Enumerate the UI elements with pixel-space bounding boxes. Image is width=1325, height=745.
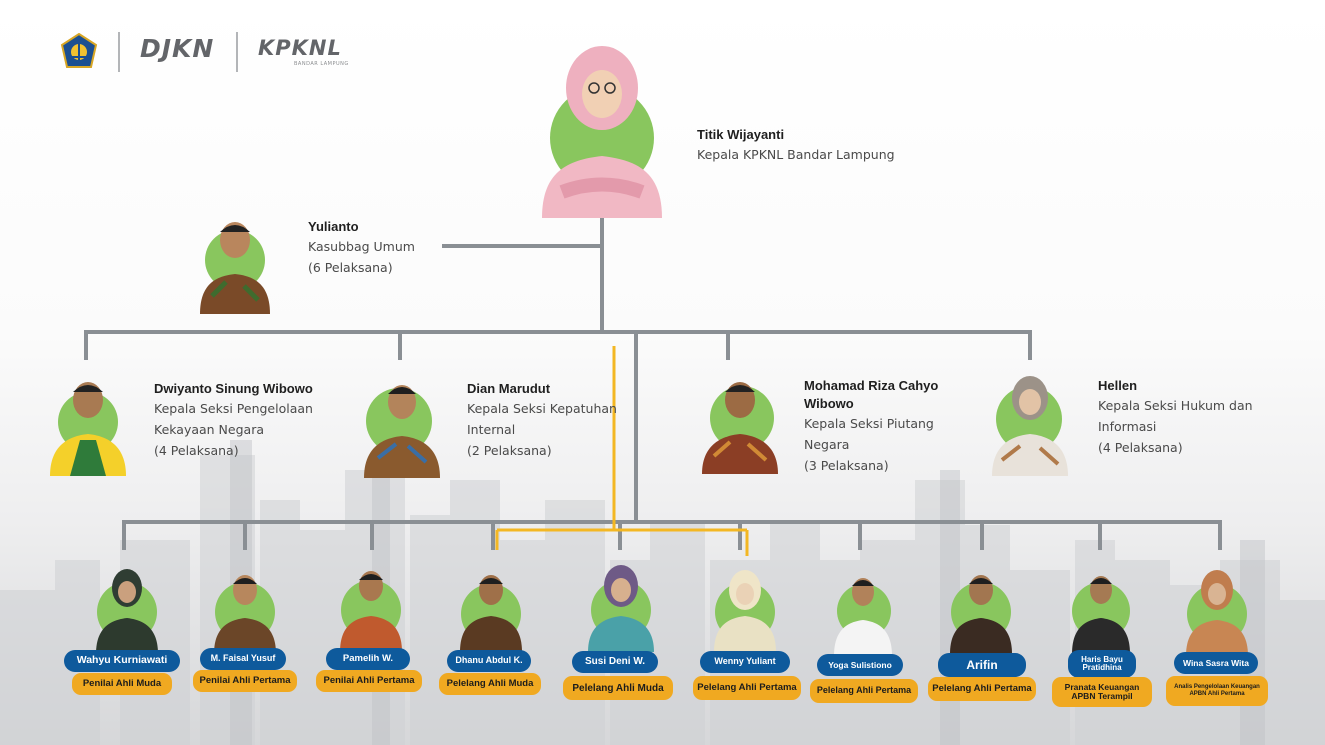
section-head-name: Dwiyanto Sinung Wibowo [154, 381, 313, 396]
section-head-staff-count: (4 Pelaksana) [154, 443, 239, 458]
head-photo [532, 42, 672, 218]
staff-name-pill: Arifin [938, 653, 1026, 677]
section-head-staff-count: (2 Pelaksana) [467, 443, 552, 458]
staff-photo [1070, 562, 1132, 654]
head-role: Kepala KPKNL Bandar Lampung [697, 147, 895, 162]
section-head-name: Mohamad Riza Cahyo Wibowo [804, 378, 939, 411]
section-head-role: Kepala Seksi Kepatuhan Internal [467, 401, 617, 437]
header-divider [118, 32, 120, 72]
header-divider [236, 32, 238, 72]
section-head-photo [48, 366, 128, 476]
kasubbag-role: Kasubbag Umum [308, 239, 415, 254]
staff-name-pill: Wahyu Kurniawati [64, 650, 180, 672]
section-head-info: Dwiyanto Sinung Wibowo Kepala Seksi Peng… [154, 380, 354, 461]
staff-role-pill: Pelelang Ahli Pertama [928, 677, 1036, 701]
section-head-photo [990, 364, 1070, 476]
section-head-info: Mohamad Riza Cahyo Wibowo Kepala Seksi P… [804, 377, 974, 476]
staff-name-pill: Pamelih W. [326, 648, 410, 670]
staff-photo [338, 556, 404, 652]
staff-role-pill: Pranata Keuangan APBN Terampil [1052, 677, 1152, 707]
staff-name-pill: Dhanu Abdul K. [447, 650, 531, 672]
head-name: Titik Wijayanti [697, 127, 785, 142]
brand-kpknl: KPKNL [258, 36, 342, 60]
staff-name-pill: Wina Sasra Wita [1174, 652, 1258, 674]
staff-name-pill: Haris Bayu Pratidhina [1068, 650, 1136, 678]
kasubbag-name: Yulianto [308, 219, 359, 234]
staff-role-pill: Penilai Ahli Muda [72, 673, 172, 695]
staff-role-pill: Pelelang Ahli Pertama [810, 679, 918, 703]
section-head-role: Kepala Seksi Hukum dan Informasi [1098, 398, 1253, 434]
brand-kpknl-subtitle: BANDAR LAMPUNG [294, 61, 349, 67]
staff-role-pill: Penilai Ahli Pertama [193, 670, 297, 692]
head-info: Titik Wijayanti Kepala KPKNL Bandar Lamp… [697, 126, 957, 165]
staff-photo [832, 566, 894, 656]
kemenkeu-emblem-icon [60, 32, 98, 71]
brand-djkn: DJKN [140, 34, 215, 63]
kasubbag-info: Yulianto Kasubbag Umum (6 Pelaksana) [308, 218, 458, 278]
staff-name-pill: M. Faisal Yusuf [200, 648, 286, 670]
section-head-name: Hellen [1098, 378, 1138, 393]
staff-role-pill: Analis Pengelolaan Keuangan APBN Ahli Pe… [1166, 676, 1268, 706]
section-head-name: Dian Marudut [467, 381, 551, 396]
staff-photo [458, 566, 524, 652]
staff-role-pill: Pelelang Ahli Muda [563, 676, 673, 700]
section-head-role: Kepala Seksi Piutang Negara [804, 416, 934, 452]
section-head-staff-count: (4 Pelaksana) [1098, 440, 1183, 455]
staff-photo [948, 562, 1014, 654]
kasubbag-staff-count: (6 Pelaksana) [308, 260, 393, 275]
staff-role-pill: Pelelang Ahli Muda [439, 673, 541, 695]
staff-photo [712, 566, 778, 652]
staff-photo [586, 560, 656, 652]
section-head-info: Dian Marudut Kepala Seksi Kepatuhan Inte… [467, 380, 627, 461]
staff-role-pill: Penilai Ahli Pertama [316, 670, 422, 692]
staff-photo [212, 562, 278, 654]
section-head-info: Hellen Kepala Seksi Hukum dan Informasi … [1098, 377, 1278, 458]
staff-name-pill: Wenny Yuliant [700, 651, 790, 673]
section-head-photo [362, 366, 442, 478]
section-head-role: Kepala Seksi Pengelolaan Kekayaan Negara [154, 401, 313, 437]
kasubbag-photo [196, 206, 274, 314]
staff-name-pill: Yoga Sulistiono [817, 654, 903, 676]
section-head-staff-count: (3 Pelaksana) [804, 458, 889, 473]
staff-role-pill: Pelelang Ahli Pertama [693, 676, 801, 700]
staff-photo [1184, 564, 1250, 656]
staff-name-pill: Susi Deni W. [572, 651, 658, 673]
section-head-photo [700, 366, 780, 474]
staff-photo [94, 562, 160, 654]
